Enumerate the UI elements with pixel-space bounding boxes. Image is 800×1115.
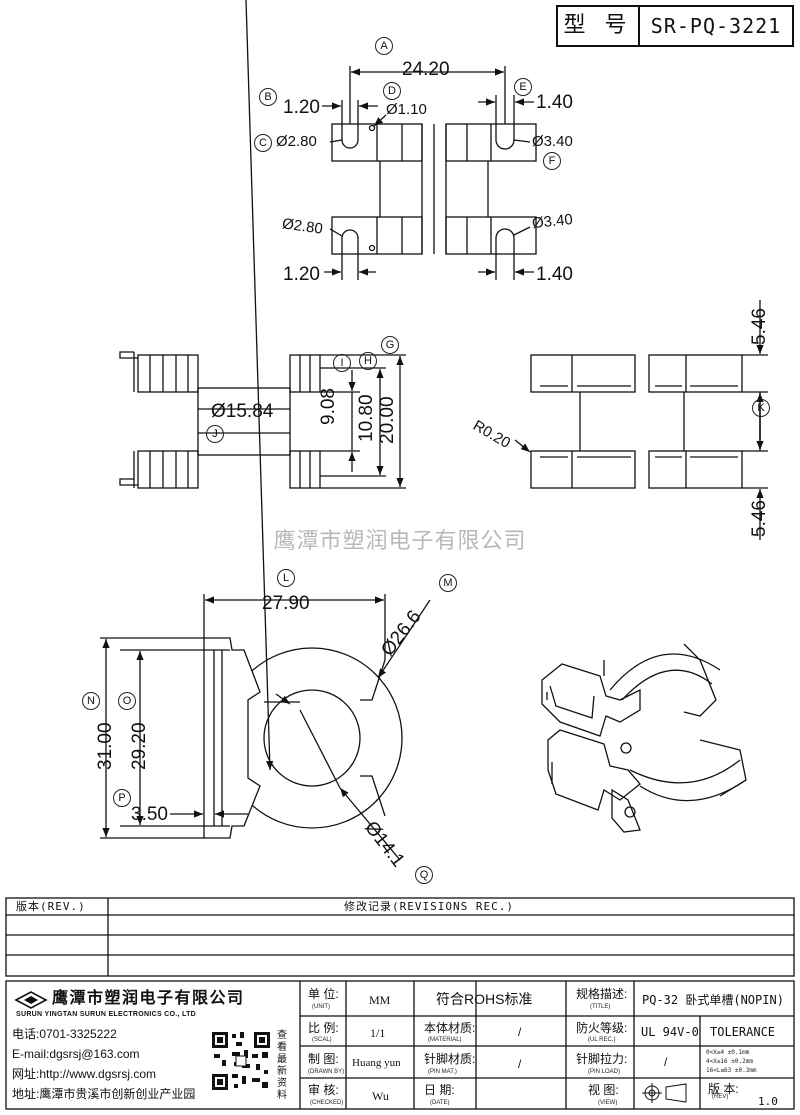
material-label-en: (MATERIAL) bbox=[428, 1037, 462, 1043]
pinmat-value: / bbox=[518, 1057, 522, 1071]
marker-p: P bbox=[113, 789, 131, 807]
marker-n: N bbox=[82, 692, 100, 710]
dim-i: 9.08 bbox=[318, 388, 339, 425]
title-label: 规格描述: bbox=[576, 987, 628, 1001]
scale-value: 1/1 bbox=[370, 1026, 386, 1040]
company-logo-icon bbox=[14, 990, 48, 1010]
scale-label: 比 例: bbox=[308, 1021, 339, 1035]
marker-d: D bbox=[383, 82, 401, 100]
dim-d: Ø1.10 bbox=[386, 101, 427, 118]
rev-label: 版 本: bbox=[708, 1082, 739, 1096]
marker-g: G bbox=[381, 336, 399, 354]
tol-line-3: 16<L≤63 ±0.3mm bbox=[706, 1067, 757, 1074]
top-view-outline bbox=[322, 66, 537, 280]
company-address: 地址:鹰潭市贵溪市创新创业产业园 bbox=[12, 1087, 196, 1101]
company-name: 鹰潭市塑润电子有限公司 bbox=[52, 988, 245, 1007]
revision-table-lines bbox=[5, 897, 795, 977]
date-label-en: (DATE) bbox=[430, 1100, 450, 1106]
title-value: PQ-32 卧式单槽(NOPIN) bbox=[642, 993, 784, 1007]
iso-view-outline bbox=[541, 643, 747, 833]
dim-l: 27.90 bbox=[262, 593, 310, 614]
dim-b: 1.20 bbox=[283, 97, 320, 118]
qr-caption: 查看最新资料 bbox=[277, 1030, 287, 1101]
company-watermark: 鹰潭市塑润电子有限公司 bbox=[273, 529, 527, 554]
pinload-label: 针脚拉力: bbox=[576, 1052, 628, 1066]
marker-e: E bbox=[514, 78, 532, 96]
pinmat-label: 针脚材质: bbox=[424, 1052, 476, 1066]
pinmat-label-en: (PIN MAT.) bbox=[428, 1069, 457, 1075]
qr-code-icon bbox=[210, 1030, 272, 1092]
rev-label-en: (REV) bbox=[712, 1094, 729, 1100]
rev-value: 1.0 bbox=[758, 1095, 778, 1108]
drawn-label-en: (DRAWN BY) bbox=[308, 1069, 345, 1075]
marker-m: M bbox=[439, 574, 457, 592]
marker-h: H bbox=[359, 352, 377, 370]
drawn-value: Huang yun bbox=[352, 1057, 401, 1069]
date-label: 日 期: bbox=[424, 1083, 455, 1097]
ul-label-en: (UL REC.) bbox=[588, 1037, 616, 1043]
dim-h: 10.80 bbox=[356, 394, 377, 442]
dim-k-top: 5.46 bbox=[749, 308, 770, 345]
title-label-en: (TITLE) bbox=[590, 1004, 611, 1010]
rev-header: 版本(REV.) bbox=[16, 900, 86, 913]
unit-label: 单 位: bbox=[308, 987, 339, 1001]
rohs-text: 符合ROHS标准 bbox=[436, 991, 533, 1007]
dim-f: Ø3.40 bbox=[532, 133, 573, 150]
dim-bottom-right-hole: Ø3.40 bbox=[531, 210, 574, 233]
dim-e-bottom: 1.40 bbox=[536, 264, 573, 285]
material-value: / bbox=[518, 1025, 522, 1039]
scale-label-en: (SCAL) bbox=[312, 1037, 332, 1043]
checked-value: Wu bbox=[372, 1089, 389, 1103]
end-view-outline bbox=[514, 300, 768, 540]
dim-b-bottom: 1.20 bbox=[283, 264, 320, 285]
checked-label-en: (CHECKED) bbox=[310, 1100, 344, 1106]
tol-line-2: 4<X≤16 ±0.2mm bbox=[706, 1058, 753, 1065]
marker-l: L bbox=[277, 569, 295, 587]
unit-value: MM bbox=[369, 993, 391, 1007]
part-label: 型 号 bbox=[558, 7, 640, 45]
drawn-label: 制 图: bbox=[308, 1052, 339, 1066]
front-view-outline bbox=[100, 0, 431, 861]
checked-label: 审 核: bbox=[308, 1083, 339, 1097]
tol-line-1: 0<X≤4 ±0.1mm bbox=[706, 1049, 750, 1056]
ul-label: 防火等级: bbox=[576, 1021, 628, 1035]
material-label: 本体材质: bbox=[424, 1021, 476, 1035]
marker-c: C bbox=[254, 134, 272, 152]
part-number-box: 型 号 SR-PQ-3221 bbox=[556, 5, 794, 47]
marker-b: B bbox=[259, 88, 277, 106]
company-phone: 电话:0701-3325222 bbox=[12, 1027, 117, 1041]
marker-q: Q bbox=[415, 866, 433, 884]
view-label: 视 图: bbox=[588, 1083, 619, 1097]
dim-o: 29.20 bbox=[129, 722, 150, 770]
view-label-en: (VIEW) bbox=[598, 1100, 618, 1106]
company-name-en: SURUN YINGTAN SURUN ELECTRONICS CO., LTD bbox=[16, 1011, 197, 1018]
ul-value: UL 94V-0 bbox=[641, 1025, 699, 1039]
marker-j: J bbox=[206, 425, 224, 443]
company-email: E-mail:dgsrsj@163.com bbox=[12, 1047, 140, 1061]
marker-a: A bbox=[375, 37, 393, 55]
rec-header: 修改记录(REVISIONS REC.) bbox=[344, 900, 514, 913]
marker-i: I bbox=[333, 354, 351, 372]
title-block-lines bbox=[5, 980, 795, 1110]
pinload-value: / bbox=[664, 1055, 668, 1069]
tolerance-label: TOLERANCE bbox=[710, 1025, 776, 1039]
dim-e: 1.40 bbox=[536, 92, 573, 113]
dim-p: 3.50 bbox=[131, 804, 168, 825]
dim-width-24-20: 24.20 bbox=[402, 59, 450, 80]
marker-o: O bbox=[118, 692, 136, 710]
dim-g: 20.00 bbox=[377, 396, 398, 444]
unit-label-en: (UNIT) bbox=[312, 1004, 330, 1010]
projection-symbol bbox=[642, 1083, 687, 1103]
part-number: SR-PQ-3221 bbox=[650, 14, 782, 38]
dim-n: 31.00 bbox=[95, 722, 116, 770]
pinload-label-en: (PIN LOAD) bbox=[588, 1069, 621, 1075]
company-web: 网址:http://www.dgsrsj.com bbox=[12, 1067, 157, 1081]
dim-j: Ø15.84 bbox=[211, 401, 274, 422]
dim-c: Ø2.80 bbox=[276, 133, 317, 150]
marker-f: F bbox=[543, 152, 561, 170]
marker-k: K bbox=[752, 399, 770, 417]
